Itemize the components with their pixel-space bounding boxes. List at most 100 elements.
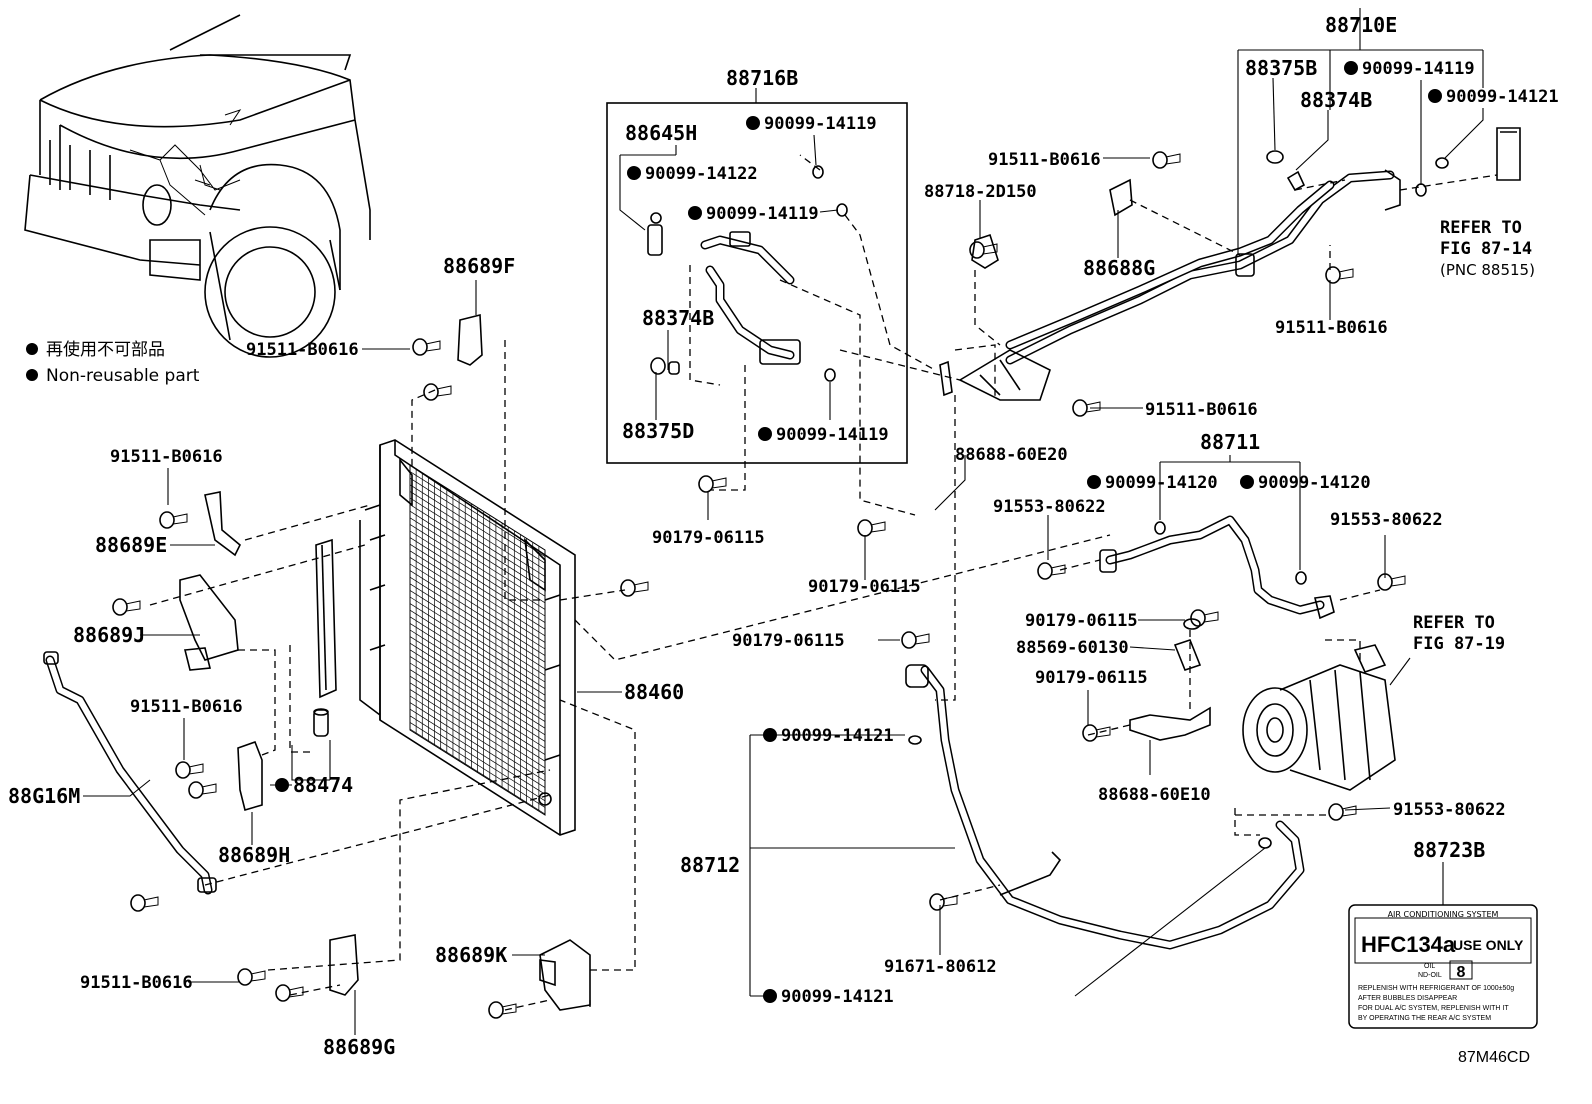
bolt-icon [857,519,886,537]
label-90099-14119: 90099-14119 [764,114,877,134]
condenser-tube-line [409,656,546,742]
compressor [1242,644,1396,791]
bolt-icon [1037,562,1066,580]
label-88374B: 88374B [642,306,714,330]
label-90099-14122: 90099-14122 [645,164,758,184]
bolt-icon [488,1001,517,1019]
condenser-tube-line [409,543,546,630]
vehicle-front-illustration [24,14,371,358]
label-88688G: 88688G [1083,256,1155,280]
label-refer-to: REFER TO [1413,613,1495,633]
non-reusable-bullet-icon [746,116,760,130]
label-88718-2D150: 88718-2D150 [924,182,1037,202]
condenser-tube-line [409,695,546,782]
label-90179-06115: 90179-06115 [1035,668,1148,688]
label-91553-80622: 91553-80622 [1393,800,1506,820]
bolt-icon [112,598,141,616]
condenser-tube-line [409,682,546,769]
bolt-icon [1152,151,1181,169]
condenser-88460 [359,439,576,836]
label-90099-14121: 90099-14121 [781,987,894,1007]
hose-88712 [905,664,1305,950]
legend-japanese: 再使用不可部品 [46,339,165,360]
bolt-icon [901,631,930,649]
ac-label-line4: BY OPERATING THE REAR A/C SYSTEM [1358,1015,1491,1022]
condenser-tube-line [409,557,546,643]
condenser-tube-line [409,715,546,802]
condenser-tube-line [409,550,546,637]
label-88688-60E20: 88688-60E20 [955,445,1068,465]
label-88375B: 88375B [1245,56,1317,80]
condenser-tube-line [409,609,546,696]
condenser-tube-line [409,484,546,571]
condenser-tube-line [409,517,546,604]
condenser-tube-line [409,524,546,610]
non-reusable-bullet-icon [26,343,38,355]
label-88688-60E10: 88688-60E10 [1098,785,1211,805]
condenser-tube-line [409,689,546,775]
bolts [112,151,1406,1019]
condenser-tube-line [409,537,546,623]
legend-english: Non-reusable part [46,366,200,386]
label-88G16M: 88G16M [8,784,80,808]
label-88689K: 88689K [435,943,507,967]
bracket-88688-60E10 [1129,618,1211,741]
label-88645H: 88645H [625,121,697,145]
bolt-icon [929,893,958,911]
label-90179-06115: 90179-06115 [808,577,921,597]
label-88716B: 88716B [726,66,798,90]
label-88711: 88711 [1200,430,1260,454]
label-88460: 88460 [624,680,684,704]
label-fig-87-19: FIG 87-19 [1413,634,1505,654]
condenser-tube-line [409,491,546,577]
condenser-tube-line [409,570,546,656]
ac-label-oil: OIL [1424,963,1435,970]
bolt-icon [275,984,304,1002]
non-reusable-bullet-icon [758,427,772,441]
condenser-tube-line [409,497,546,584]
condenser-tube-line [409,510,546,597]
label-91511-B0616: 91511-B0616 [130,697,243,717]
non-reusable-bullet-icon [688,206,702,220]
condenser-tube-line [409,675,546,762]
bolt-icon [237,968,266,986]
label-90099-14120: 90099-14120 [1258,473,1371,493]
condenser-tube-line [409,590,546,676]
bolt-icon [698,475,727,493]
ac-label-88723B: AIR CONDITIONING SYSTEM HFC134a USE ONLY… [1348,904,1538,1029]
hose-88711 [1099,515,1335,620]
condenser-tube-line [409,623,546,709]
condenser-tube-line [409,530,546,617]
label-88375D: 88375D [622,419,694,443]
label-88689E: 88689E [95,533,167,557]
condenser-tube-line [409,728,546,815]
bolt-icon [130,894,159,912]
condenser-tube-line [409,504,546,590]
label-88569-60130: 88569-60130 [1016,638,1129,658]
non-reusable-bullet-icon [763,728,777,742]
label-90179-06115: 90179-06115 [652,528,765,548]
condenser-tube-line [409,583,546,670]
part-labels: 88710E 88375B 90099-14119 88374B 90099-1… [8,13,1559,1066]
label-pnc: (PNC 88515) [1440,261,1535,279]
label-90099-14121: 90099-14121 [1446,87,1559,107]
label-91511-B0616: 91511-B0616 [988,150,1101,170]
condenser-fins [409,464,546,815]
label-88474: 88474 [293,773,353,797]
bolt-icon [969,241,998,259]
ac-label-oil-grade: 8 [1457,964,1466,981]
label-88689H: 88689H [218,843,290,867]
label-91671-80612: 91671-80612 [884,957,997,977]
label-refer-to: REFER TO [1440,218,1522,238]
label-88689F: 88689F [443,254,515,278]
label-88689G: 88689G [323,1035,395,1059]
label-fig-87-14: FIG 87-14 [1440,239,1532,259]
condenser-tube-line [409,563,546,650]
label-88689J: 88689J [73,623,145,647]
bolt-icon [188,781,217,799]
condenser-tube-line [409,636,546,722]
label-90099-14119: 90099-14119 [776,425,889,445]
ac-label-header: AIR CONDITIONING SYSTEM [1388,910,1499,919]
non-reusable-bullet-icon [26,369,38,381]
